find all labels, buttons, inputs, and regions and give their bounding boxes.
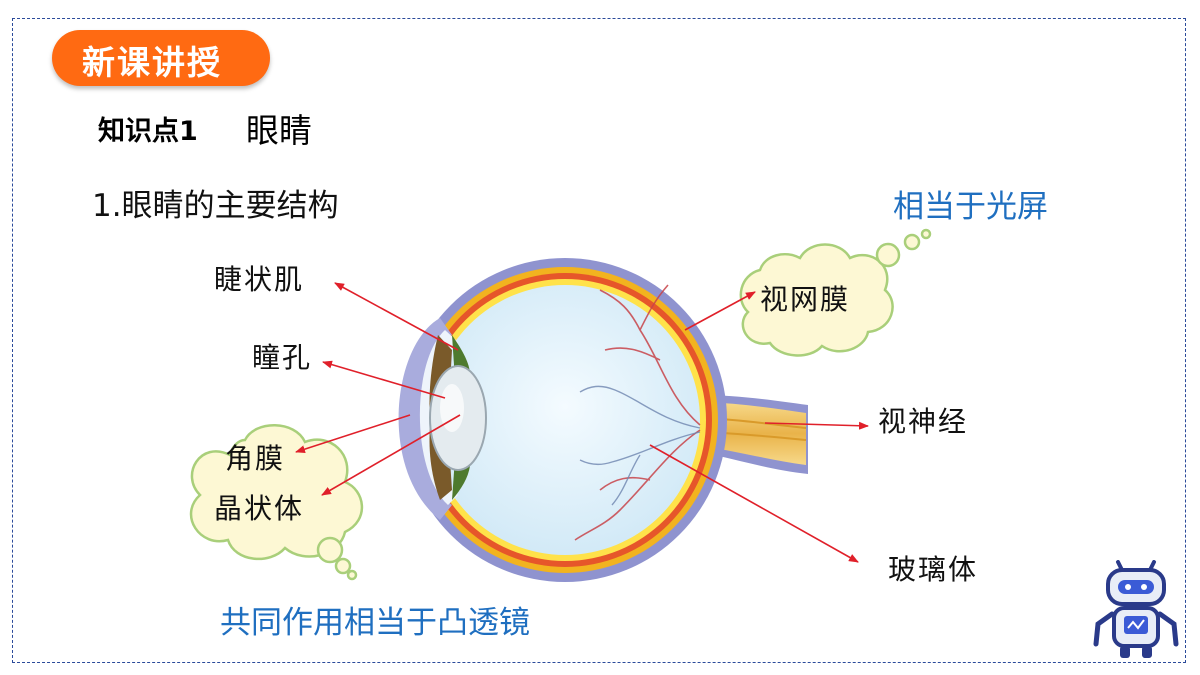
section-badge (52, 30, 270, 86)
label-vitreous-body: 玻璃体 (888, 553, 979, 586)
label-cornea: 角膜 (225, 442, 286, 475)
section-heading: 1.眼睛的主要结构 (92, 188, 339, 224)
lens-role-note: 共同作用相当于凸透镜 (220, 605, 530, 641)
label-retina: 视网膜 (760, 283, 851, 316)
label-ciliary-muscle: 睫状肌 (214, 263, 305, 296)
pointer-arrows (295, 282, 869, 563)
knowledge-point-label: 知识点1 (98, 116, 198, 147)
left-thought-cloud (189, 424, 364, 581)
right-thought-cloud (739, 228, 932, 357)
knowledge-point-title: 眼睛 (246, 111, 312, 150)
label-pupil: 瞳孔 (252, 341, 313, 374)
slide-frame (12, 18, 1186, 663)
robot-mascot-icon (1093, 560, 1179, 658)
eyeball-shape (398, 258, 727, 582)
label-crystalline-lens: 晶状体 (214, 492, 305, 525)
section-badge-label: 新课讲授 (82, 43, 222, 82)
label-optic-nerve: 视神经 (878, 405, 969, 438)
retina-role-note: 相当于光屏 (893, 189, 1048, 225)
